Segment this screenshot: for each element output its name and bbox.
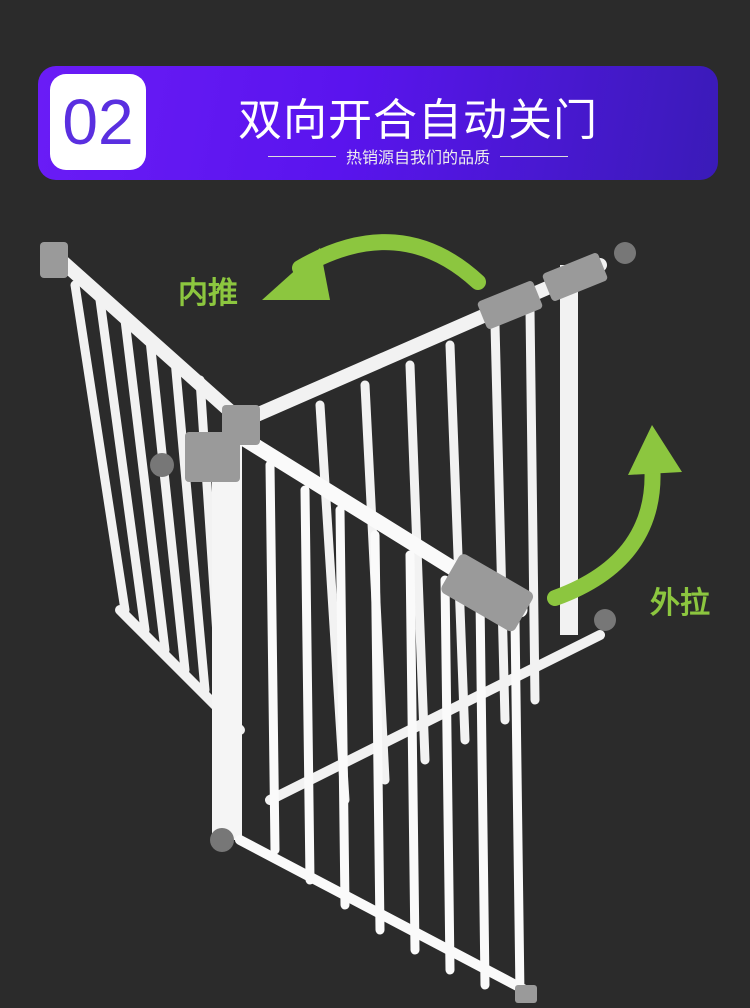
push-in-label: 内推 (178, 276, 238, 311)
pull-out-label: 外拉 (650, 586, 710, 621)
arrow-push-in-icon (262, 234, 486, 300)
step-number-badge: 02 (50, 74, 146, 170)
subtitle: 热销源自我们的品质 (345, 148, 490, 167)
gate-back-panel (48, 248, 607, 805)
divider-right (500, 155, 568, 157)
arrow-pull-out-icon (547, 425, 682, 606)
gate-fittings (40, 242, 636, 1003)
header-banner: 02 双向开合自动关门 热销源自我们的品质 (38, 66, 718, 180)
divider-left (267, 155, 336, 157)
subtitle-row: 热销源自我们的品质 (188, 144, 648, 168)
page-title: 双向开合自动关门 (238, 95, 598, 146)
gate-door-panel (212, 422, 530, 1000)
